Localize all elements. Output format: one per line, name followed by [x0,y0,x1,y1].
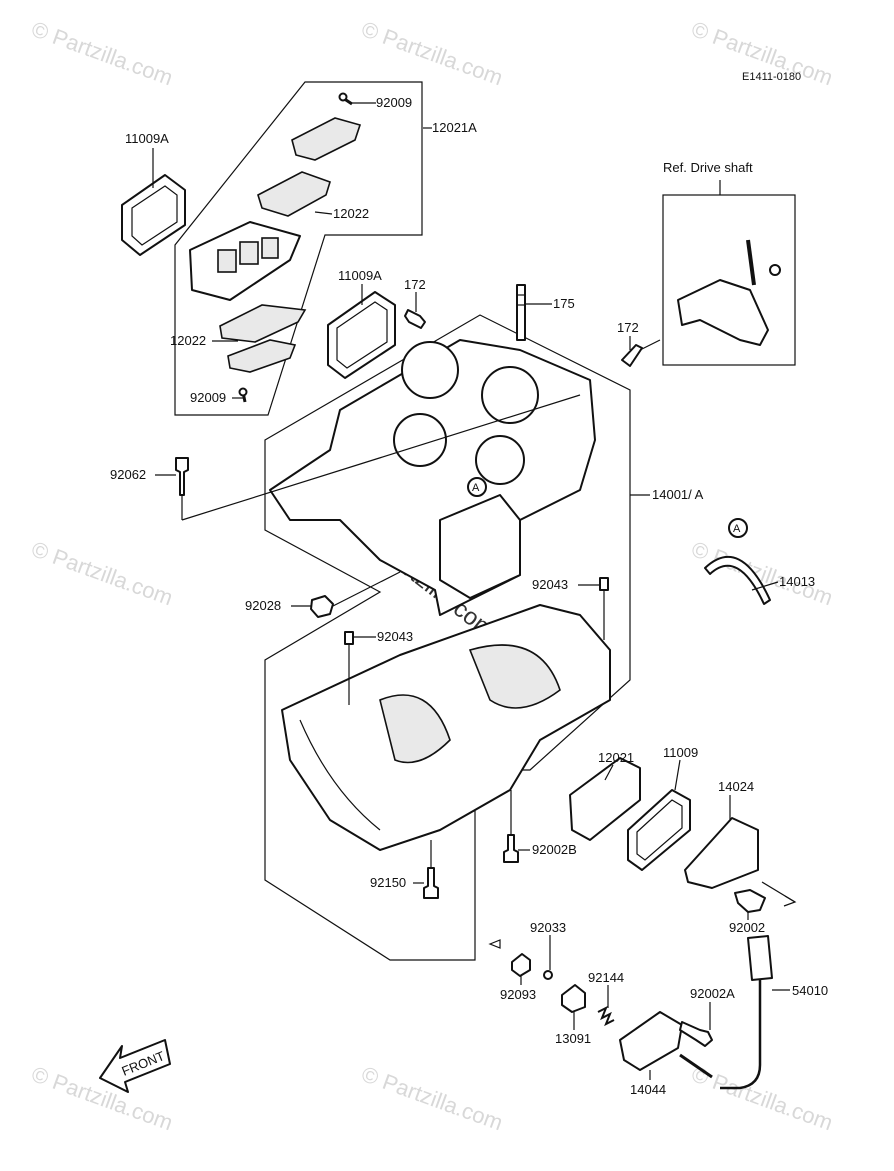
dowel-92043-left [344,631,354,645]
front-arrow: FRONT [99,1039,171,1093]
label-92028: 92028 [245,598,281,613]
watermark-bottom-right: © Partzilla.com [688,1061,836,1135]
label-92002B: 92002B [532,842,577,857]
marker-a-circle-upper [467,477,487,497]
bolt-92002A [679,1021,713,1047]
gasket-11009 [627,789,691,871]
nut-92028 [310,595,334,618]
crankcase-group-frame [264,314,631,961]
watermark-top-left: © Partzilla.com [28,16,176,90]
drive-shaft-ref-parts [677,239,781,346]
label-92043-left: 92043 [377,629,413,644]
ref-drive-shaft-label: Ref. Drive shaft [663,160,753,175]
label-172-left: 172 [404,277,426,292]
drive-shaft-frame [662,194,796,366]
label-92093: 92093 [500,987,536,1002]
reed-valve-group-frame [174,81,423,416]
stud-172-left [404,309,426,329]
label-92150: 92150 [370,875,406,890]
watermark-bottom-middle: © Partzilla.com [358,1061,506,1135]
housing-14044 [619,1011,683,1071]
label-92033: 92033 [530,920,566,935]
label-92062: 92062 [110,467,146,482]
thrust-ring-14013: A [704,518,771,605]
lower-crankcase [281,604,611,851]
bushing-92093 [511,953,531,977]
marker-a-right: A [733,523,741,535]
label-14044: 14044 [630,1082,666,1097]
stud-172-right [621,344,643,367]
label-11009: 11009 [663,745,698,760]
leader-lines [152,102,790,1080]
reed-block [189,221,301,301]
watermark-top-middle: © Partzilla.com [358,16,506,90]
label-92009-top: 92009 [376,95,412,110]
plate-12021 [569,757,641,841]
gasket-11009A-top [121,174,186,256]
label-12022-top: 12022 [333,206,369,221]
label-54010: 54010 [792,983,828,998]
sleeve-13091 [561,984,586,1013]
part-number-labels: 11009A 92009 12021A 12022 11009A 172 175… [110,95,828,1097]
label-92144: 92144 [588,970,624,985]
upper-crankcase: A [269,339,596,616]
reed-stopper [291,117,362,161]
marker-a-upper: A [472,482,480,494]
label-92002: 92002 [729,920,765,935]
spring-92144 [597,1005,615,1027]
label-13091: 13091 [555,1031,591,1046]
bolt-92002 [734,889,766,913]
bolt-92150 [423,867,439,899]
label-12021A: 12021A [432,120,477,135]
label-11009A-middle: 11009A [338,268,382,283]
screw-92009-lower [238,387,248,403]
washer-92033 [543,970,553,980]
label-92002A: 92002A [690,986,735,1001]
label-11009A-top: 11009A [125,131,169,146]
label-14024: 14024 [718,779,754,794]
label-12021: 12021 [598,750,634,765]
bolt-92062 [175,457,189,496]
cover-14024 [684,817,759,889]
label-92009-lower: 92009 [190,390,226,405]
label-92043-right: 92043 [532,577,568,592]
bolt-92002B [503,834,519,863]
screw-92009-top [338,92,353,106]
reed-petal-12022 [257,171,331,217]
label-172-right: 172 [617,320,639,335]
label-14001A: 14001/ A [652,487,704,502]
watermark-mid-left: © Partzilla.com [28,536,176,610]
label-175: 175 [553,296,575,311]
label-12022-lower: 12022 [170,333,206,348]
gasket-11009A-middle [327,291,396,379]
dowel-92043-right [599,577,609,591]
reed-stopper-lower [227,339,297,373]
cable-54010 [720,935,773,1090]
watermark-bottom-left: © Partzilla.com [28,1061,176,1135]
label-14013: 14013 [779,574,815,589]
diagram-id: E1411-0180 [742,71,801,83]
stud-175 [516,284,526,341]
reed-petal-12022-lower [219,304,307,343]
